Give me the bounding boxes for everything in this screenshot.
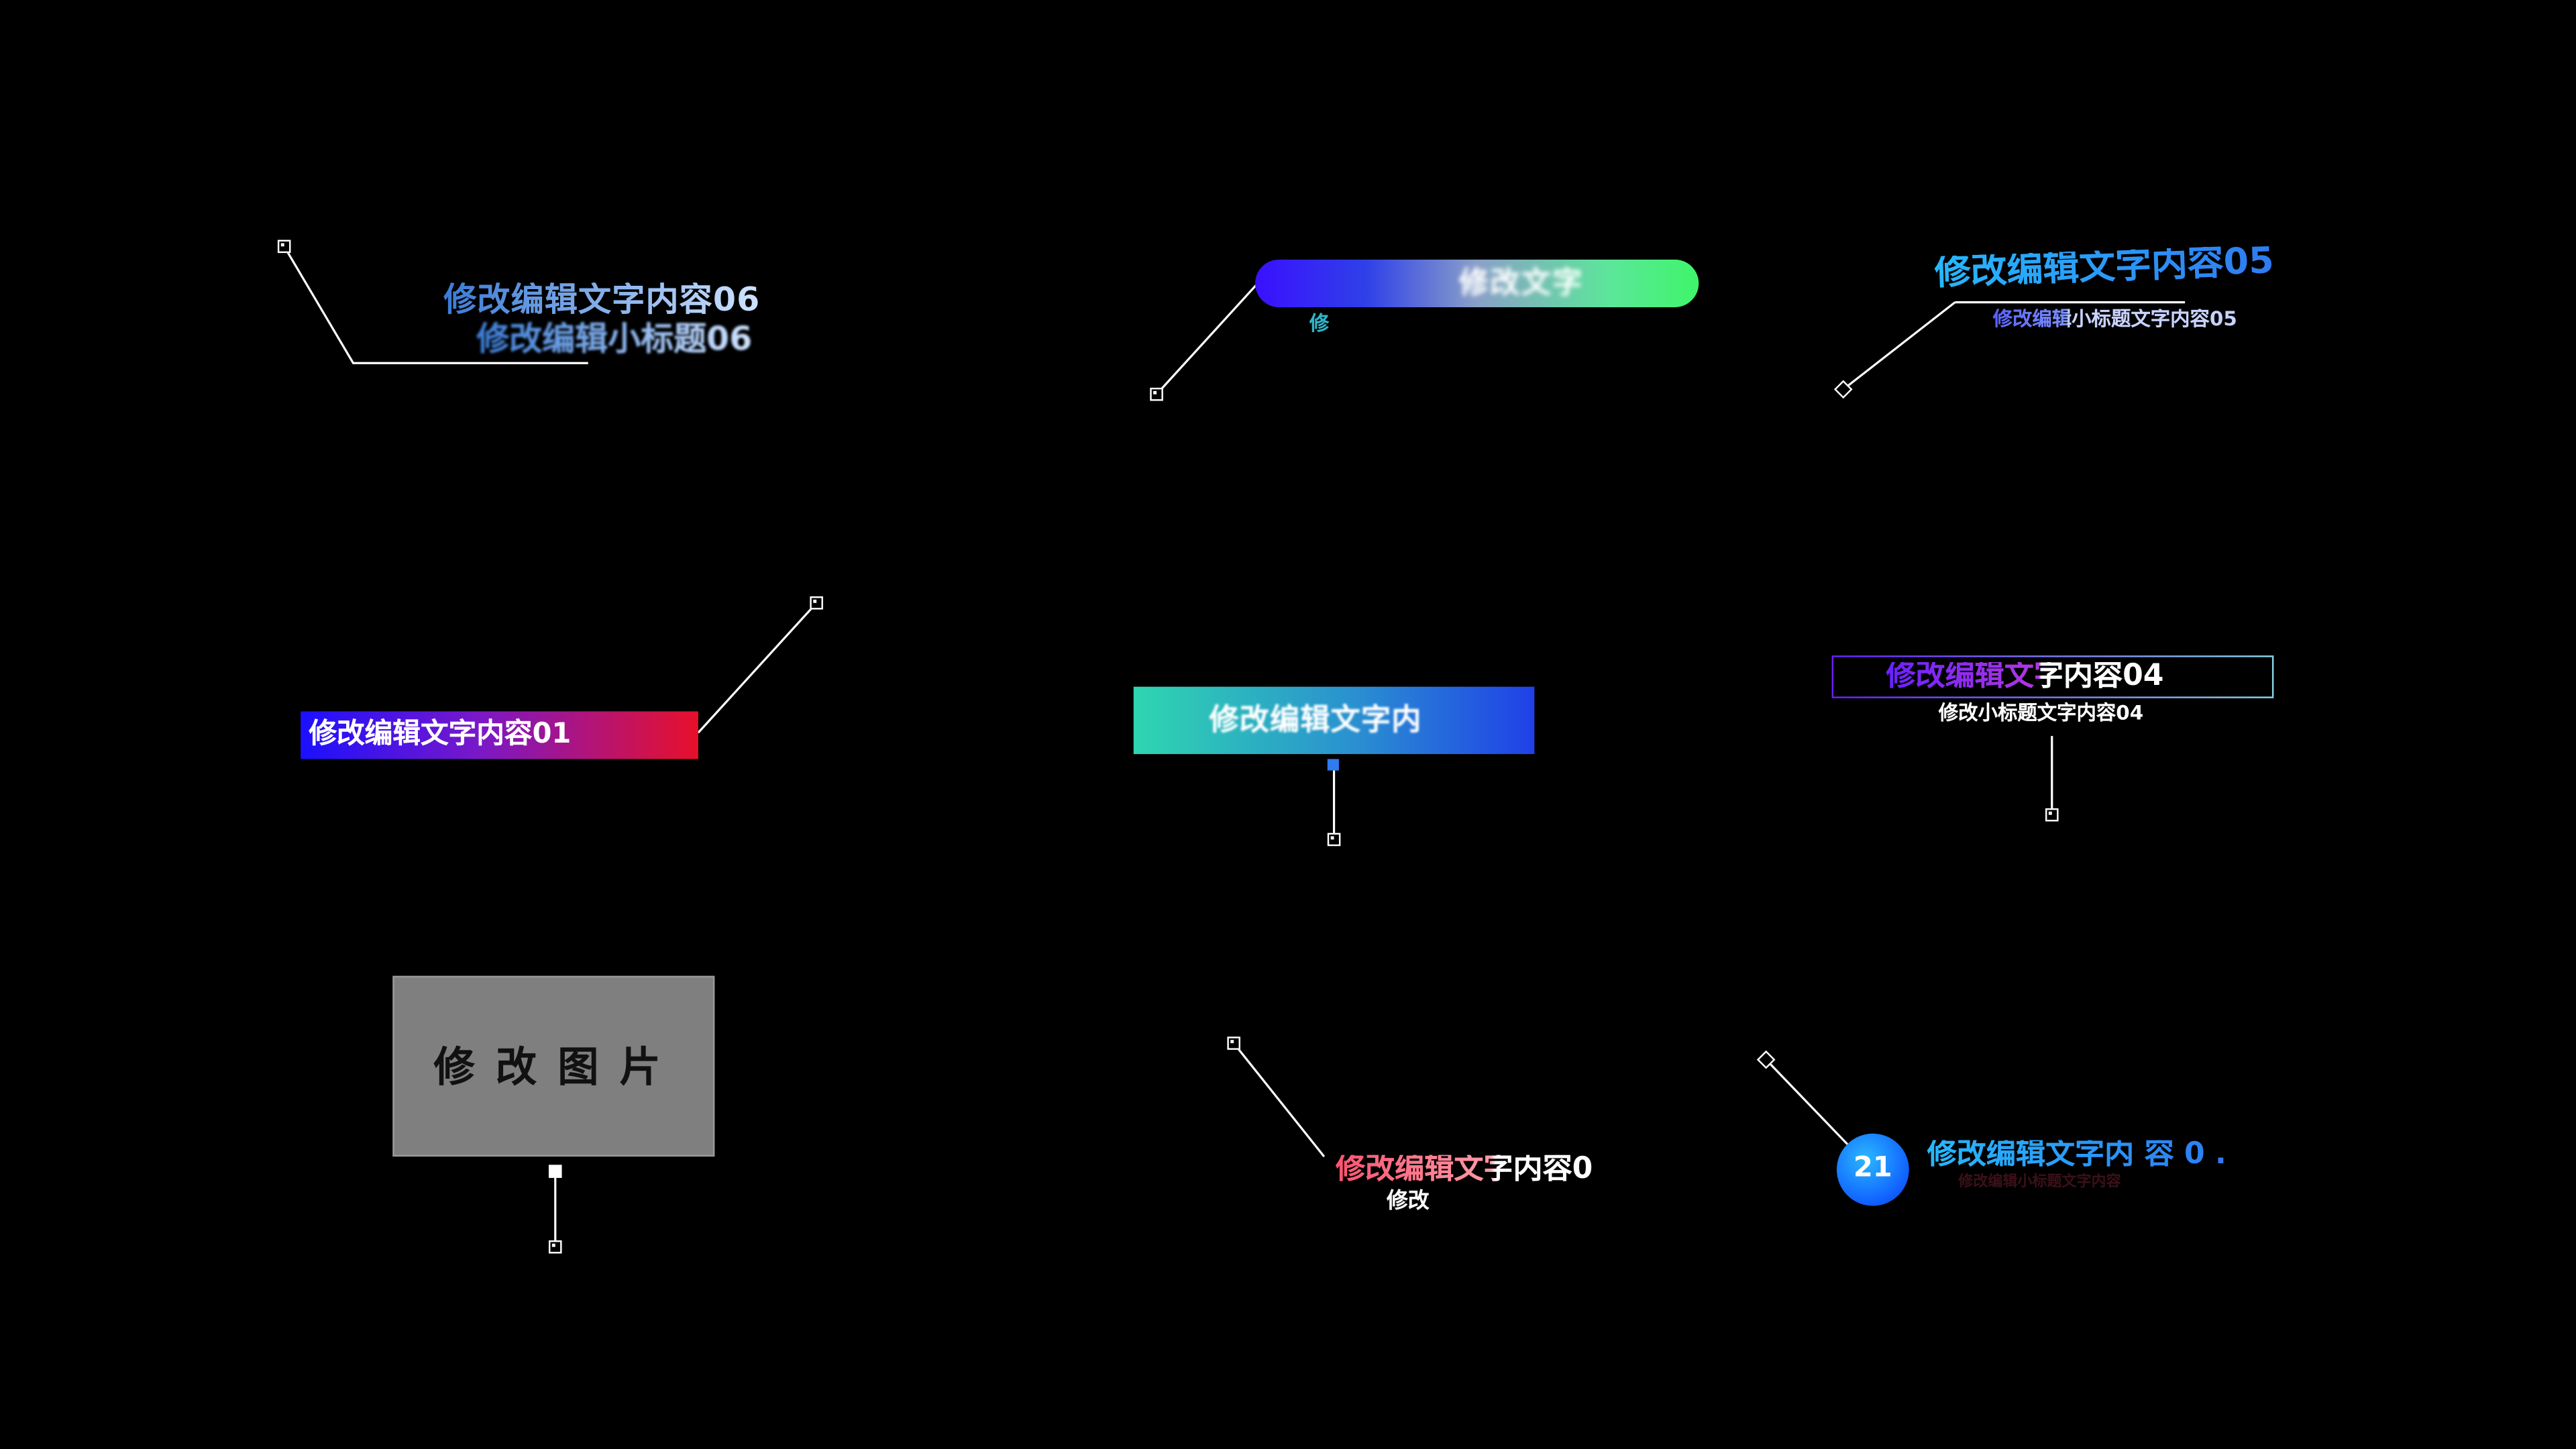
number-badge-value: 21 [1853,1151,1892,1185]
gradient-bar-teal: 修改编辑文字内 [1133,686,1535,755]
callout-06-subtitle: 修改编辑小标题06 [476,319,753,358]
anchor-node-04[interactable] [2045,808,2059,822]
callout-05-subtitle: 修改编辑小标题文字内容05 [1992,307,2237,331]
gradient-bar-teal-title: 修改编辑文字内 [1209,703,1422,738]
image-placeholder[interactable]: 修 改 图 片 [392,975,715,1157]
gradient-bar-green-title: 修改文字 [1458,266,1584,301]
leader-line-05 [1842,301,1956,390]
leader-line-bar-green [1155,282,1260,395]
leader-line-01 [697,602,818,734]
anchor-node-bar-green[interactable] [1150,387,1163,401]
callout-04-frame: 修改编辑文字内容04 [1831,655,2274,698]
callout-red-subtitle: 修改 [1386,1189,1430,1214]
leader-line-06 [283,246,588,364]
leader-line-21 [1765,1059,1849,1146]
anchor-node-06[interactable] [277,239,291,254]
callout-21-subtitle: 修改编辑小标题文字内容 [1958,1175,2121,1191]
gradient-bar-green-subtitle: 修 [1309,312,1330,335]
leader-line-red [1232,1042,1326,1158]
callout-01-title: 修改编辑文字内容01 [309,718,572,751]
callout-06-title: 修改编辑文字内容06 [443,279,761,319]
number-badge: 21 [1836,1133,1909,1206]
anchor-node-01[interactable] [810,596,823,610]
anchor-node-red[interactable] [1227,1036,1240,1050]
bar-teal-connector-dot [1327,759,1339,771]
image-connector-dot [548,1165,562,1178]
gradient-bar-red: 修改编辑文字内容01 [301,711,698,759]
callout-21-title: 修改编辑文字内 容 0 . [1927,1136,2226,1172]
image-placeholder-label: 修 改 图 片 [433,1043,664,1091]
callout-04-title: 修改编辑文字内容04 [1886,659,2164,694]
callout-04-subtitle: 修改小标题文字内容04 [1938,701,2144,725]
gradient-bar-green: 修改文字 [1255,259,1699,307]
anchor-node-image[interactable] [548,1240,562,1254]
anchor-node-bar-teal[interactable] [1327,833,1341,847]
callout-red-title: 修改编辑文字内容0 [1336,1151,1593,1187]
